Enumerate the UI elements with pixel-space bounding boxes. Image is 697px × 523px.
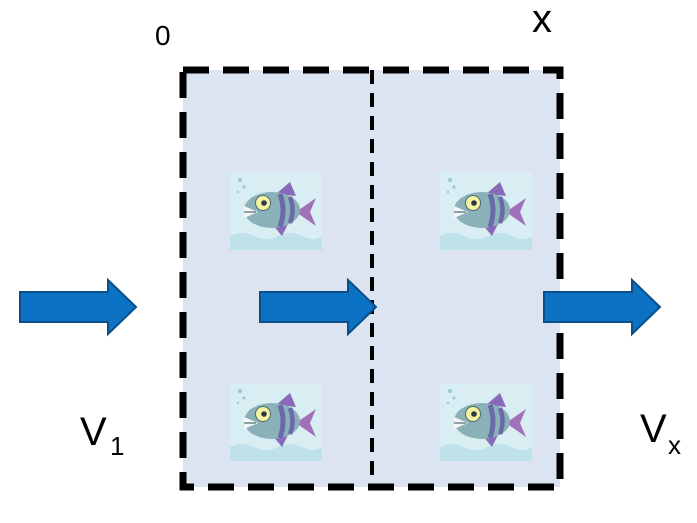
origin-label: 0	[155, 20, 171, 51]
inflow-velocity-label: V	[80, 410, 107, 454]
end-label: x	[532, 0, 552, 41]
outflow-velocity-subscript: x	[668, 430, 681, 460]
inflow-arrow-icon	[19, 279, 137, 335]
fish-icon	[230, 172, 322, 250]
outflow-arrow-icon	[543, 279, 661, 335]
fish-icon	[440, 172, 532, 250]
fish-icon	[230, 383, 322, 461]
outflow-velocity-label: V	[640, 407, 667, 451]
fish-icon	[440, 383, 532, 461]
inflow-velocity-subscript: 1	[110, 431, 124, 461]
